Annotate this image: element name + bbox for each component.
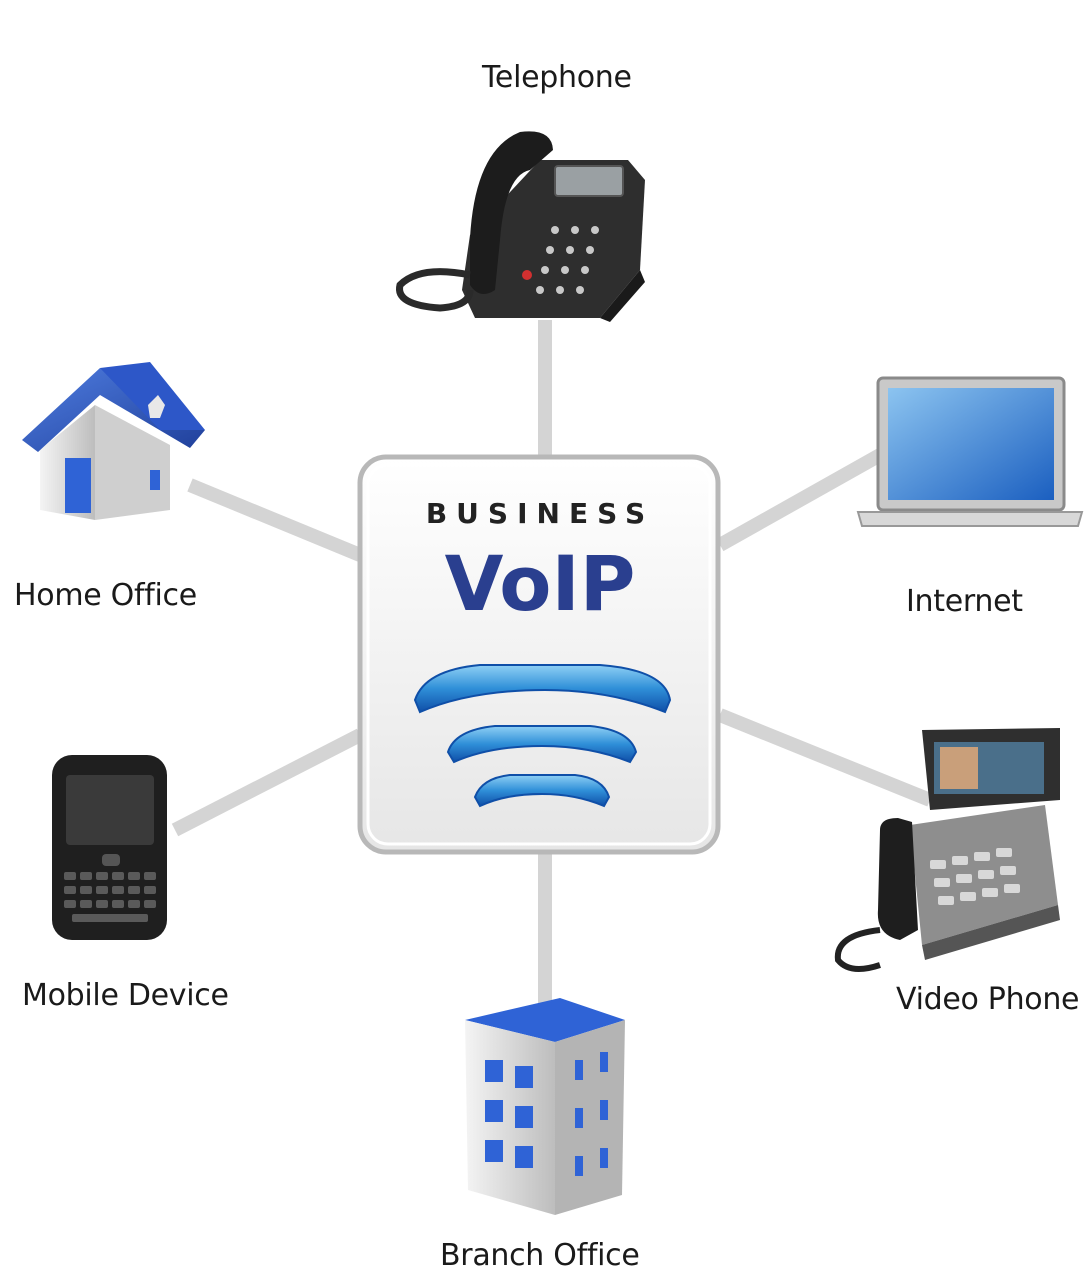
label-mobile-device: Mobile Device (22, 978, 229, 1013)
label-video-phone: Video Phone (896, 982, 1080, 1017)
hub-title-voip: VoIP (445, 539, 636, 628)
house-icon (22, 362, 205, 520)
connector-video-phone (717, 708, 933, 807)
connector-internet (716, 448, 884, 552)
office-building-icon (465, 998, 625, 1215)
connector-home-office (187, 478, 363, 562)
video-phone-icon (834, 728, 1060, 972)
label-telephone: Telephone (482, 60, 632, 95)
voip-hub: BUSINESS VoIP (357, 454, 721, 855)
label-branch-office: Branch Office (440, 1238, 640, 1273)
laptop-icon (856, 376, 1084, 527)
phone-handset-waves-icon (413, 664, 672, 808)
connector-mobile-device (171, 728, 364, 837)
label-internet: Internet (906, 584, 1023, 619)
label-home-office: Home Office (14, 578, 197, 613)
hub-title-business: BUSINESS (426, 497, 654, 530)
connectors (171, 320, 933, 1005)
smartphone-icon (52, 755, 167, 940)
desk-phone-icon (396, 131, 645, 322)
